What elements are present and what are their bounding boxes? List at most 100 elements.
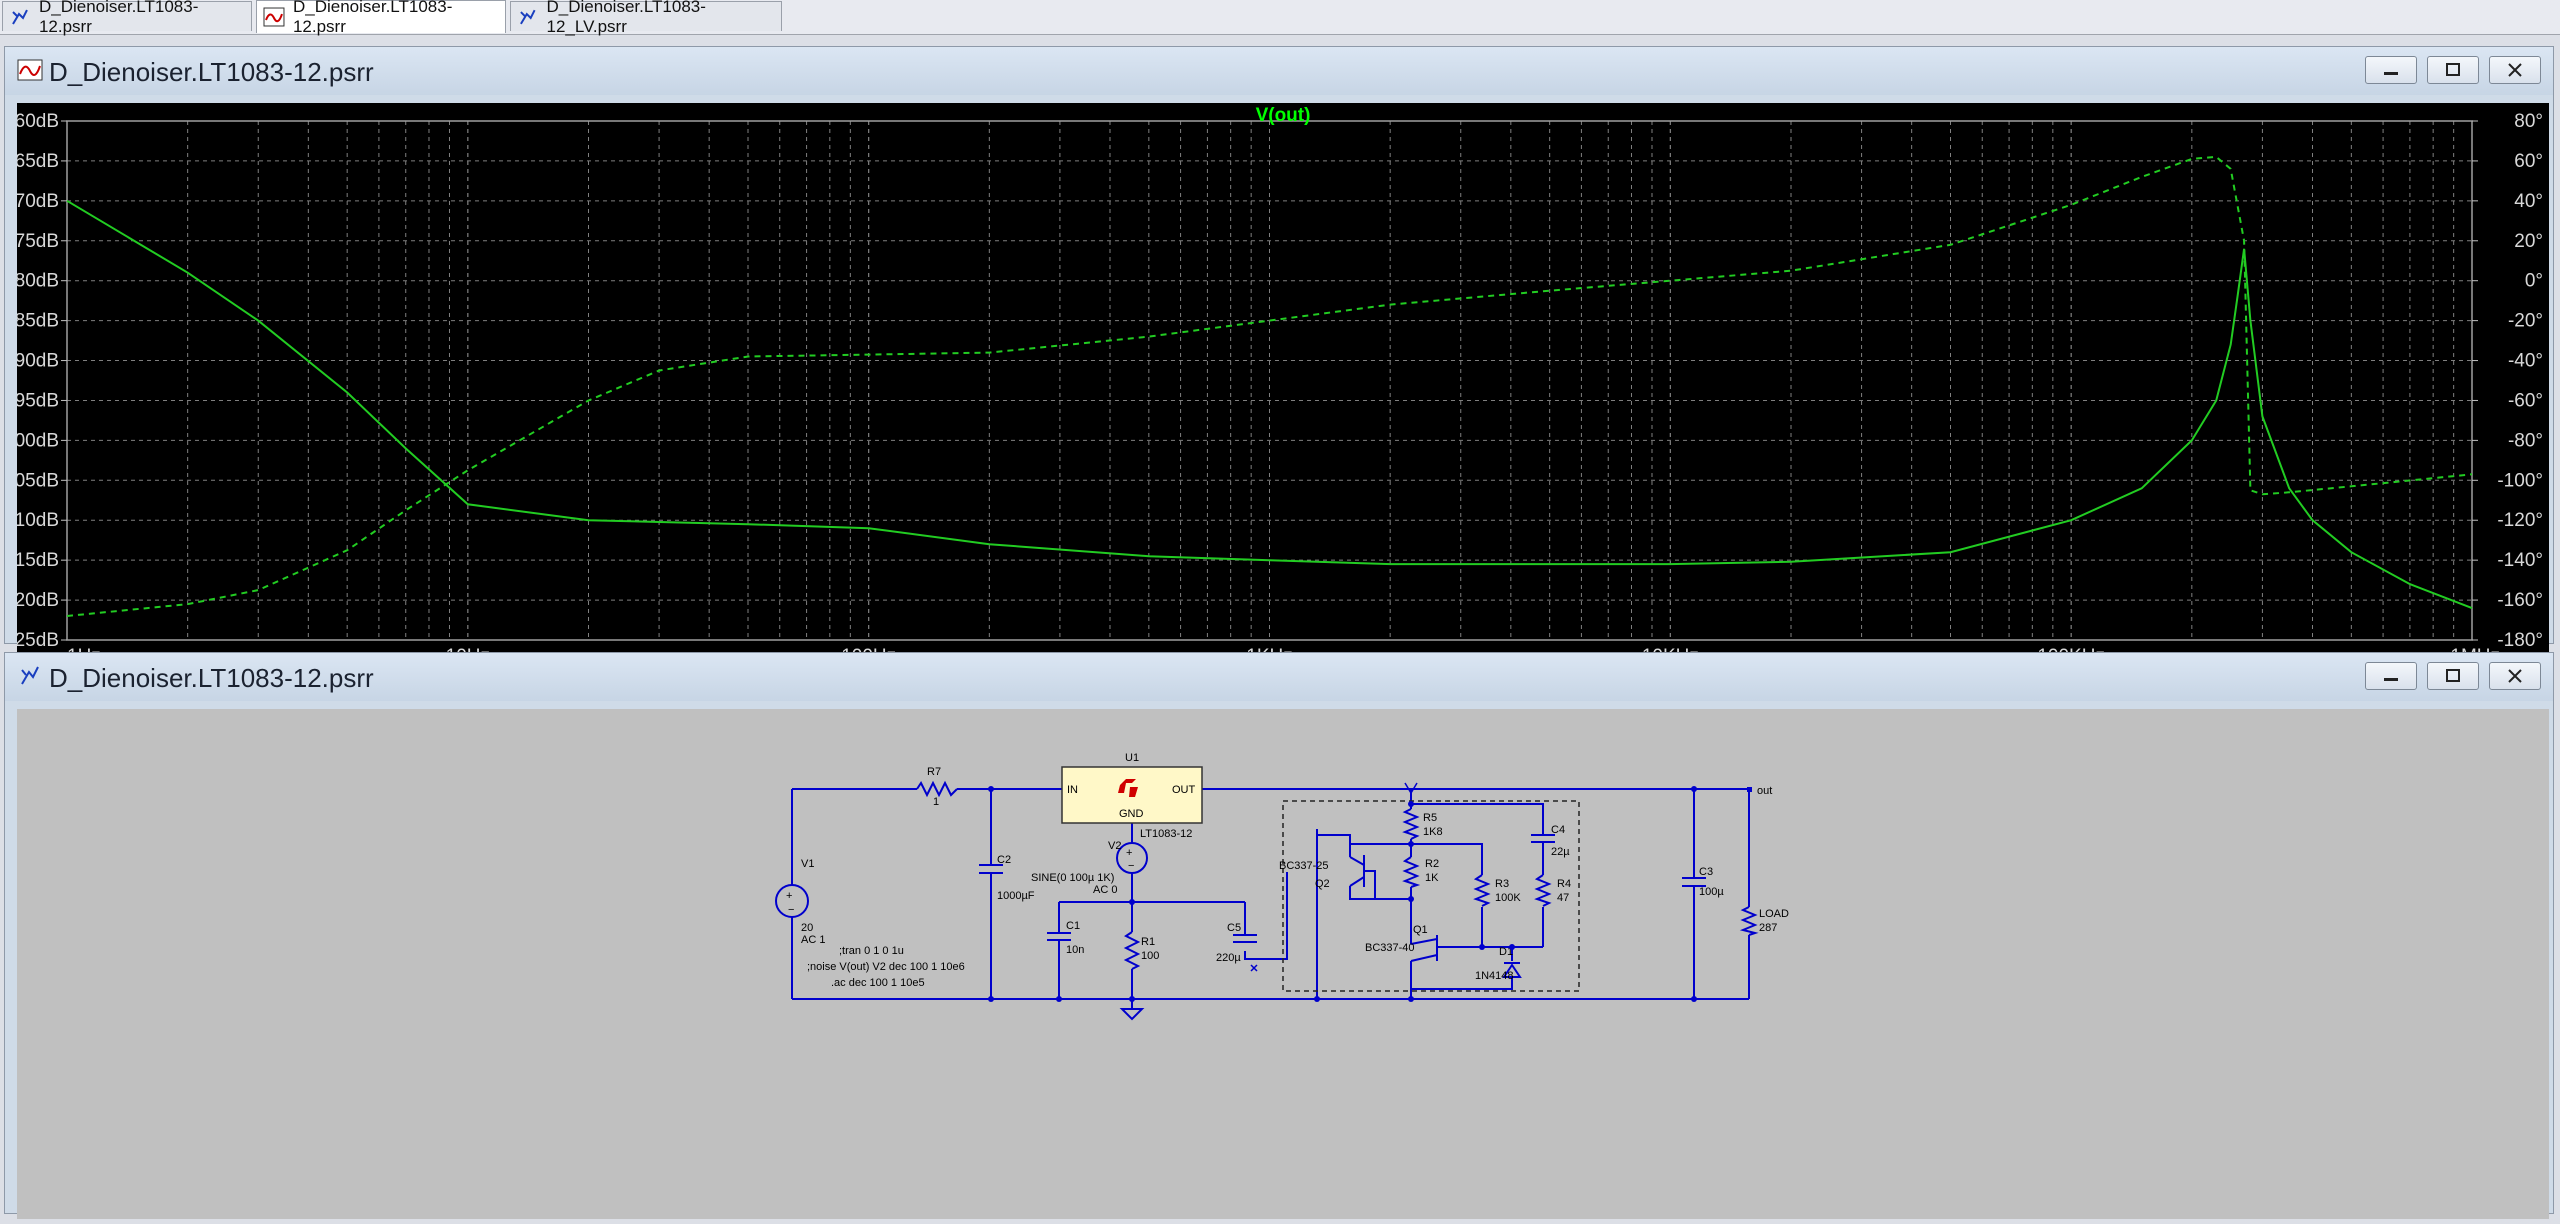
svg-text:LT1083-12: LT1083-12: [1140, 828, 1192, 840]
schematic-icon: [21, 666, 39, 685]
schematic-window: D_Dienoiser.LT1083-12.psrr: [4, 652, 2554, 1219]
d1-diode[interactable]: D1 1N4148: [1475, 946, 1522, 982]
schematic-window-titlebar[interactable]: D_Dienoiser.LT1083-12.psrr: [5, 653, 2553, 701]
svg-text:SINE(0 100µ 1K): SINE(0 100µ 1K): [1031, 872, 1114, 884]
ground-icon: [1119, 1008, 1145, 1021]
schematic-canvas[interactable]: +− V1 20 AC 1 R7 1 C2 1000µF U1: [17, 709, 2549, 1219]
y-tick-label-left: -90dB: [17, 351, 59, 372]
minimize-icon: [2384, 72, 2398, 75]
svg-text:R4: R4: [1557, 878, 1571, 890]
minimize-button[interactable]: [2365, 662, 2417, 690]
svg-text:R3: R3: [1495, 878, 1509, 890]
q1-transistor[interactable]: Q1 BC337-40: [1365, 924, 1447, 962]
r3-resistor[interactable]: R3 100K: [1473, 874, 1521, 907]
maximize-button[interactable]: [2427, 56, 2479, 84]
waveform-plot[interactable]: -60dB-65dB-70dB-75dB-80dB-85dB-90dB-95dB…: [0, 103, 2549, 681]
shield-box: [1282, 800, 1580, 992]
v1-source[interactable]: +− V1 20 AC 1: [775, 858, 825, 946]
minimize-button[interactable]: [2365, 56, 2417, 84]
phase-trace[interactable]: [66, 155, 2473, 617]
svg-text:OUT: OUT: [1172, 784, 1196, 796]
load-resistor[interactable]: LOAD 287: [1739, 906, 1789, 936]
svg-text:287: 287: [1759, 922, 1777, 934]
r1-resistor[interactable]: R1 100: [1123, 931, 1159, 970]
svg-text:1K: 1K: [1425, 872, 1439, 884]
tab-schematic-psrr-lv[interactable]: D_Dienoiser.LT1083-12_LV.psrr: [510, 0, 782, 36]
svg-text:C3: C3: [1699, 866, 1713, 878]
y-tick-label-left: -60dB: [17, 111, 59, 132]
svg-text:R1: R1: [1141, 936, 1155, 948]
out-node: [1747, 787, 1752, 792]
svg-text:V2: V2: [1108, 840, 1121, 852]
svg-text:C1: C1: [1066, 920, 1080, 932]
close-button[interactable]: [2489, 56, 2541, 84]
y-tick-label-left: -105dB: [17, 470, 59, 491]
plot-frame: [66, 120, 2473, 641]
maximize-icon: [2446, 63, 2460, 76]
q2-transistor[interactable]: BC337-25 Q2: [1279, 855, 1376, 899]
svg-text:1: 1: [933, 796, 939, 808]
grid: [66, 120, 2473, 641]
waveform-icon: [263, 7, 285, 27]
svg-text:100: 100: [1141, 950, 1159, 962]
y-tick-label-left: -100dB: [17, 430, 59, 451]
svg-text:R7: R7: [927, 766, 941, 778]
y-tick-label-right: 40°: [2514, 191, 2543, 212]
tab-label: D_Dienoiser.LT1083-12.psrr: [292, 0, 453, 36]
c2-capacitor[interactable]: C2 1000µF: [979, 854, 1035, 902]
r5-resistor[interactable]: R5 1K8: [1402, 782, 1443, 840]
psrr-chart[interactable]: -60dB-65dB-70dB-75dB-80dB-85dB-90dB-95dB…: [0, 103, 2549, 681]
y-tick-label-right: -60°: [2508, 390, 2543, 411]
tab-label: D_Dienoiser.LT1083-12.psrr: [38, 0, 199, 36]
v2-source[interactable]: +− V2 SINE(0 100µ 1K) AC 0: [1031, 840, 1148, 896]
svg-text:220µ: 220µ: [1216, 952, 1241, 964]
svg-text:C4: C4: [1551, 824, 1565, 836]
y-tick-label-left: -75dB: [17, 231, 59, 252]
maximize-button[interactable]: [2427, 662, 2479, 690]
svg-text:47: 47: [1557, 892, 1569, 904]
c1-capacitor[interactable]: C1 10n: [1047, 920, 1084, 956]
c5-capacitor[interactable]: C5 220µ: [1216, 922, 1258, 972]
c4-capacitor[interactable]: C4 22µ: [1531, 824, 1570, 858]
u1-regulator[interactable]: U1 IN OUT GND LT1083-12: [1061, 752, 1203, 840]
svg-text:R5: R5: [1423, 812, 1437, 824]
magnitude-trace[interactable]: [66, 199, 2473, 610]
svg-text:AC 1: AC 1: [801, 934, 825, 946]
svg-text:1000µF: 1000µF: [997, 890, 1035, 902]
tab-schematic-psrr[interactable]: D_Dienoiser.LT1083-12.psrr: [2, 0, 252, 36]
schematic-icon: [520, 9, 536, 24]
schematic-icon: [12, 9, 28, 25]
y-tick-label-left: -110dB: [17, 510, 59, 531]
maximize-icon: [2446, 669, 2460, 682]
spice-directive-ac[interactable]: .ac dec 100 1 10e5: [831, 977, 925, 989]
close-button[interactable]: [2489, 662, 2541, 690]
waveform-icon: [17, 59, 43, 81]
y-tick-label-left: -115dB: [17, 550, 59, 571]
plot-window-titlebar[interactable]: D_Dienoiser.LT1083-12.psrr: [5, 47, 2553, 95]
wires: [791, 788, 1750, 1009]
r4-resistor[interactable]: R4 47: [1534, 874, 1571, 907]
svg-text:10n: 10n: [1066, 944, 1084, 956]
plot-window: D_Dienoiser.LT1083-12.psrr -60dB-65dB-70…: [0, 46, 2554, 681]
r7-resistor[interactable]: R7 1: [916, 766, 958, 808]
y-tick-label-right: -100°: [2497, 470, 2543, 491]
y-tick-label-right: -80°: [2508, 430, 2543, 451]
svg-text:100K: 100K: [1495, 892, 1521, 904]
out-net-label: out: [1757, 785, 1772, 797]
spice-directive-tran[interactable]: ;tran 0 1 0 1u: [839, 945, 904, 957]
spice-directive-noise[interactable]: ;noise V(out) V2 dec 100 1 10e6: [807, 961, 965, 973]
plot-window-title: D_Dienoiser.LT1083-12.psrr: [49, 57, 374, 87]
tab-label: D_Dienoiser.LT1083-12_LV.psrr: [546, 0, 706, 36]
r2-resistor[interactable]: R2 1K: [1402, 856, 1439, 888]
c3-capacitor[interactable]: C3 100µ: [1682, 866, 1724, 898]
y-tick-label-right: -180°: [2497, 630, 2543, 651]
svg-text:GND: GND: [1119, 808, 1144, 820]
y-tick-label-right: -160°: [2497, 590, 2543, 611]
tab-waveform-psrr[interactable]: D_Dienoiser.LT1083-12.psrr: [256, 0, 506, 36]
y-tick-label-right: -40°: [2508, 351, 2543, 372]
svg-text:D1: D1: [1499, 946, 1513, 958]
schematic-drawing[interactable]: +− V1 20 AC 1 R7 1 C2 1000µF U1: [17, 709, 2549, 1219]
svg-text:IN: IN: [1067, 784, 1078, 796]
svg-text:U1: U1: [1125, 752, 1139, 764]
trace-title[interactable]: V(out): [1256, 105, 1311, 126]
